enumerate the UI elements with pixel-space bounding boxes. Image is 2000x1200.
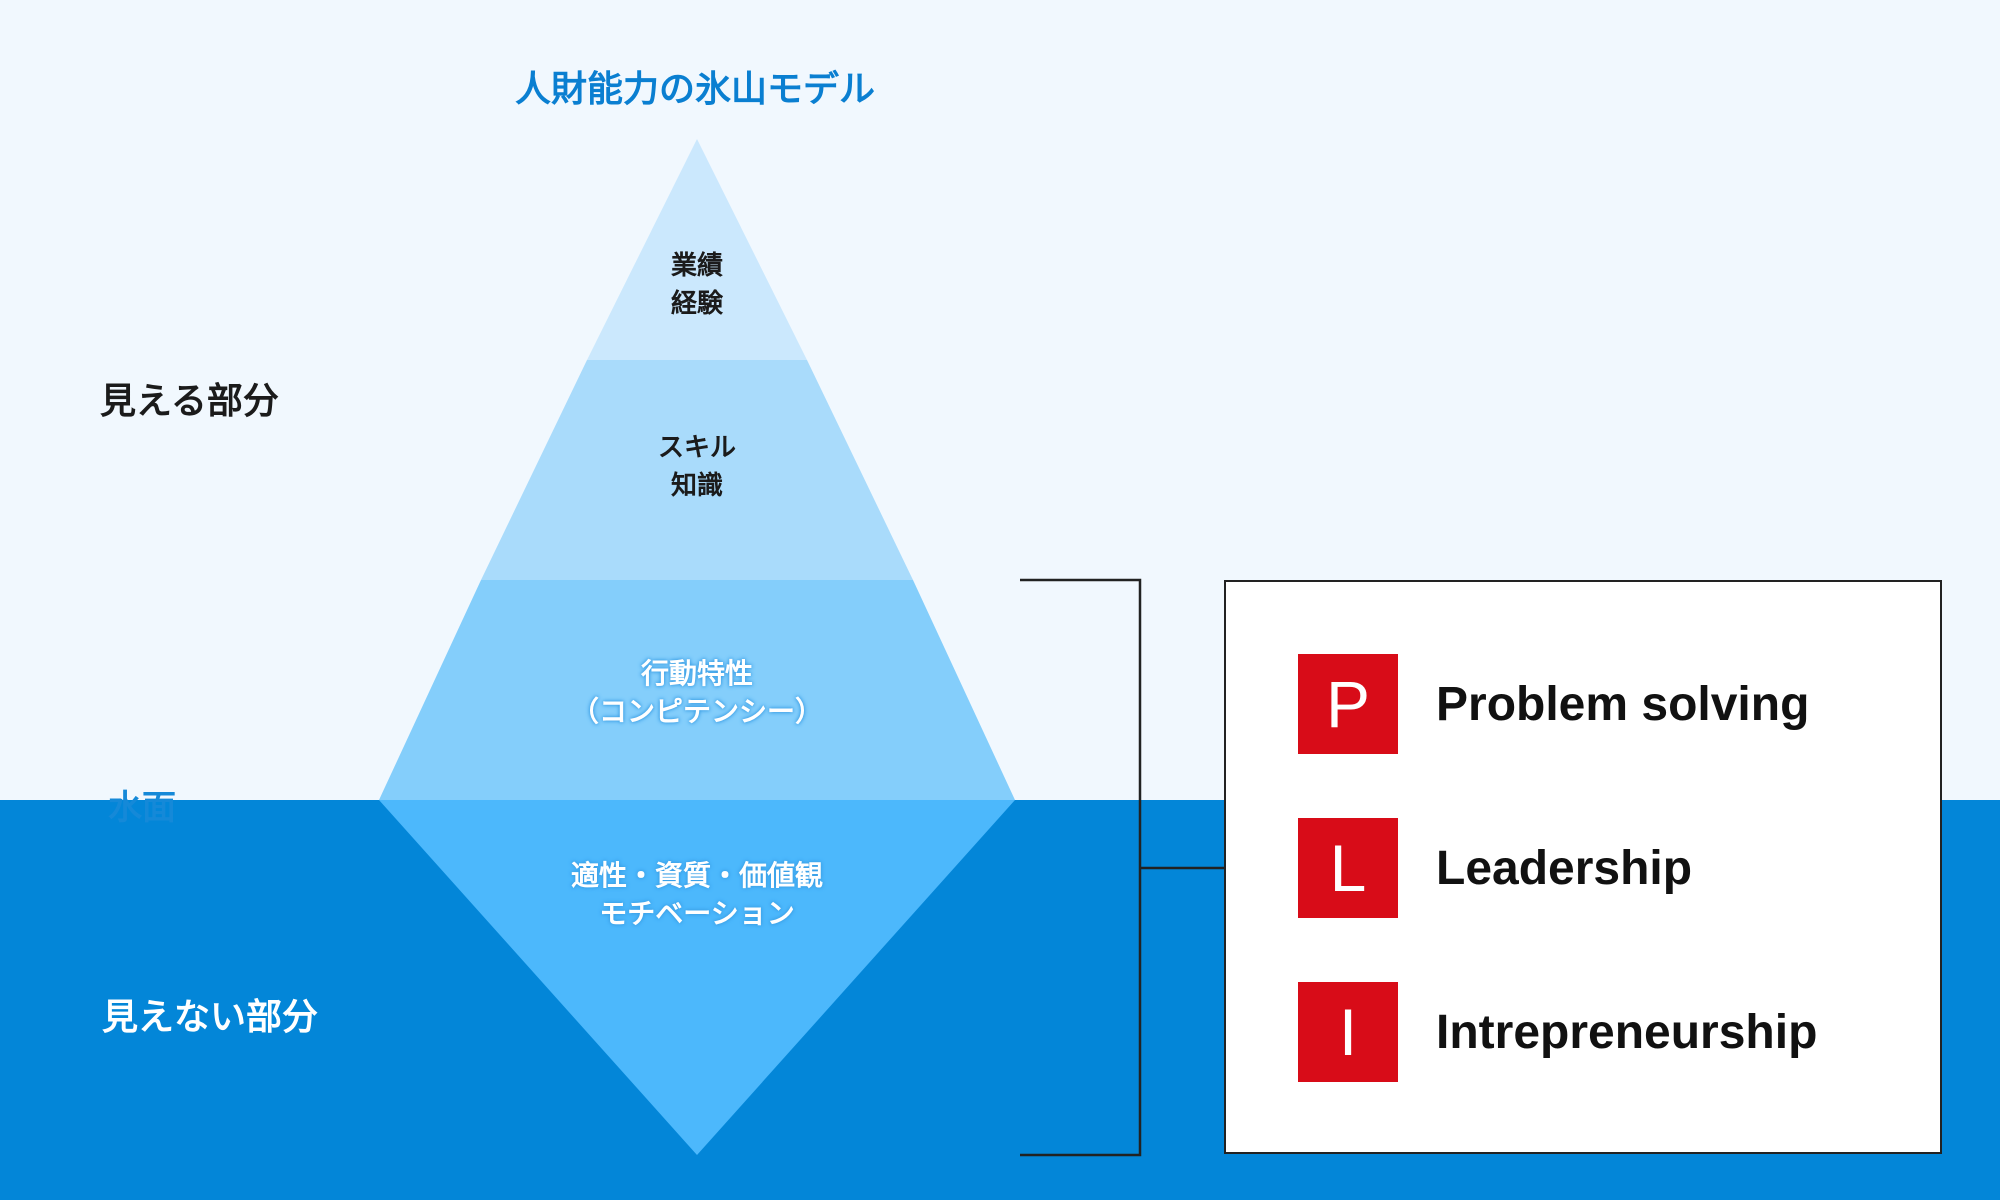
layer-label-competency: 行動特性 （コンピテンシー） (547, 655, 847, 731)
layer-label-line: （コンピテンシー） (570, 695, 823, 728)
pli-item-intrepreneurship: I Intrepreneurship (1298, 982, 1817, 1082)
layer-label-aptitude: 適性・資質・価値観 モチベーション (497, 857, 897, 933)
diagram-title: 人財能力の氷山モデル (514, 69, 875, 110)
layer-label-skills: スキル 知識 (597, 429, 797, 505)
iceberg-layer-4 (379, 800, 1015, 1155)
iceberg-layer-2 (481, 360, 913, 580)
pli-box: P Problem solving L Leadership I Intrepr… (1224, 580, 1942, 1154)
water-surface-label: 水面 (108, 788, 176, 828)
iceberg-layer-3 (379, 580, 1015, 800)
iceberg-layer-1 (587, 139, 807, 360)
layer-label-line: モチベーション (599, 897, 795, 930)
pli-item-problem-solving: P Problem solving (1298, 654, 1809, 754)
layer-label-line: スキル (657, 433, 736, 463)
pli-word: Intrepreneurship (1436, 1005, 1818, 1059)
layer-label-line: 行動特性 (640, 657, 753, 690)
pli-letter-badge: L (1298, 818, 1398, 918)
hidden-part-label: 見えない部分 (102, 997, 319, 1038)
pli-word: Problem solving (1436, 677, 1810, 731)
pli-word: Leadership (1436, 841, 1693, 895)
pli-item-leadership: L Leadership (1298, 818, 1692, 918)
layer-label-performance: 業績 経験 (597, 247, 797, 323)
layer-label-line: 知識 (670, 471, 723, 501)
layer-label-line: 業績 (670, 251, 723, 281)
visible-part-label: 見える部分 (100, 381, 279, 422)
pli-letter-badge: P (1298, 654, 1398, 754)
pli-letter-badge: I (1298, 982, 1398, 1082)
layer-label-line: 適性・資質・価値観 (570, 859, 823, 892)
layer-label-line: 経験 (670, 289, 723, 319)
